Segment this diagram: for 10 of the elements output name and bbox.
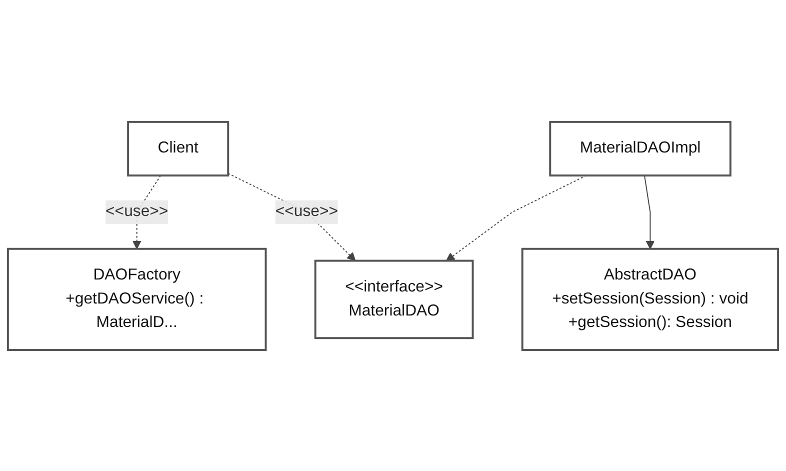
arrow: [644, 174, 655, 249]
arrow: [446, 174, 587, 261]
node-box: DAOFactory +getDAOService() : MaterialD...: [6, 247, 267, 351]
node-box: AbstractDAO +setSession(Session) : void +getSession(): Session: [521, 247, 780, 351]
node-box: <<interface>> MaterialDAO: [314, 259, 474, 339]
edge-label: <<use>>: [275, 202, 338, 220]
node-box: Client: [127, 120, 230, 176]
arrow: [228, 172, 356, 261]
edge-label: <<use>>: [106, 202, 168, 220]
node-box: MaterialDAOImpl: [549, 120, 732, 176]
